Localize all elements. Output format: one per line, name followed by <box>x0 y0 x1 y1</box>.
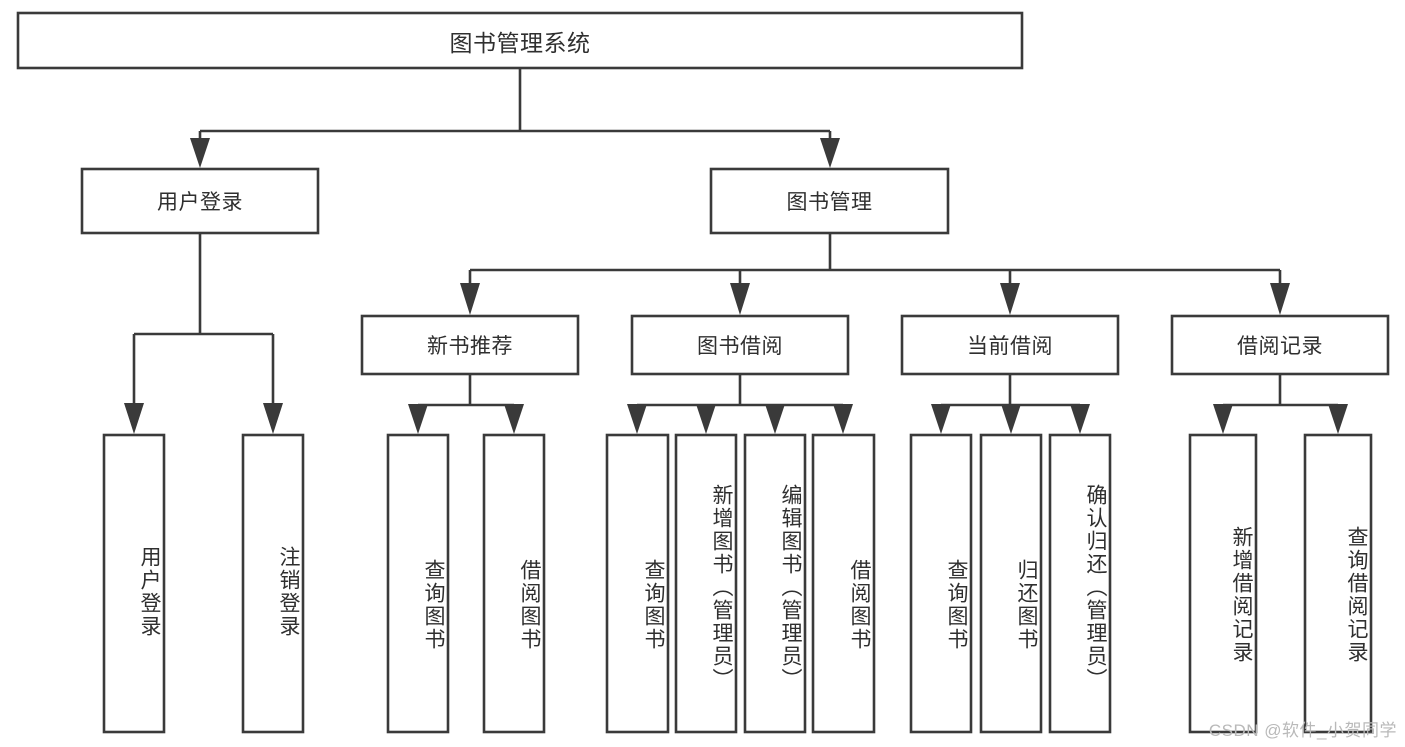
node-box-level3-3[interactable] <box>1170 314 1390 376</box>
arrow-head-leaf-5 <box>627 404 647 434</box>
node-box-leaf-12[interactable] <box>1303 433 1373 734</box>
arrow-head-current <box>1000 283 1020 315</box>
arrow-head-leaf-2 <box>263 403 283 434</box>
node-box-leaf-10[interactable] <box>1048 433 1112 734</box>
arrow-head-borrow <box>730 283 750 315</box>
node-box-level3-0[interactable] <box>360 314 580 376</box>
arrow-head-leaf-7 <box>765 404 785 434</box>
arrow-head-leaf-13 <box>1328 404 1348 434</box>
arrow-head-leaf-8 <box>833 404 853 434</box>
arrow-head-leaf-9 <box>931 404 951 434</box>
node-box-leaf-3[interactable] <box>482 433 546 734</box>
node-box-level2-1[interactable] <box>709 167 950 235</box>
arrow-head-book-mgmt <box>820 138 840 168</box>
arrow-head-leaf-12 <box>1213 404 1233 434</box>
node-box-leaf-7[interactable] <box>811 433 876 734</box>
csdn-watermark: CSDN @软件_小贺同学 <box>1208 721 1397 740</box>
connector-new-book-to-leaves <box>408 374 524 434</box>
node-box-root[interactable] <box>16 11 1024 70</box>
node-box-leaf-9[interactable] <box>979 433 1043 734</box>
node-box-leaf-11[interactable] <box>1188 433 1258 734</box>
connector-book-mgmt-to-level3 <box>460 233 1290 315</box>
arrow-head-leaf-10 <box>1001 404 1021 434</box>
arrow-head-leaf-11 <box>1070 404 1090 434</box>
node-box-leaf-6[interactable] <box>743 433 807 734</box>
arrow-head-new-book <box>460 283 480 315</box>
connector-record-to-leaves <box>1213 374 1348 434</box>
connector-borrow-to-leaves <box>627 374 853 434</box>
arrow-head-leaf-1 <box>124 403 144 434</box>
connector-current-to-leaves <box>931 374 1090 434</box>
node-box-leaf-4[interactable] <box>605 433 670 734</box>
node-box-leaf-5[interactable] <box>674 433 738 734</box>
node-box-leaf-1[interactable] <box>241 433 305 734</box>
node-box-leaf-0[interactable] <box>102 433 166 734</box>
arrow-head-leaf-4 <box>504 404 524 434</box>
arrow-head-user-login <box>190 138 210 168</box>
connector-user-login-to-leaves <box>124 233 283 434</box>
arrow-head-leaf-6 <box>696 404 716 434</box>
node-box-level2-0[interactable] <box>80 167 320 235</box>
node-box-level3-1[interactable] <box>630 314 850 376</box>
node-box-leaf-8[interactable] <box>909 433 973 734</box>
arrow-head-record <box>1270 283 1290 315</box>
arrow-head-leaf-3 <box>408 404 428 434</box>
node-box-leaf-2[interactable] <box>386 433 450 734</box>
connector-root-to-level2 <box>190 68 840 168</box>
node-box-level3-2[interactable] <box>900 314 1120 376</box>
